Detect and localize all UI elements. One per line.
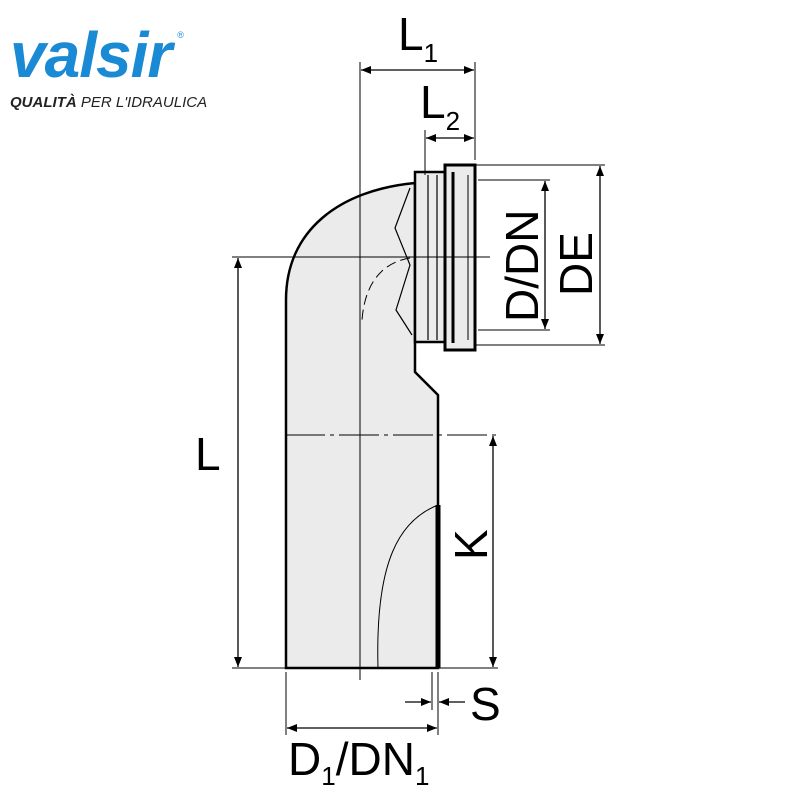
label-d-dn: D/DN [496,210,548,322]
label-d1-dn1: D1/DN1 [288,733,429,791]
logo-tagline: QUALITÀ PER L'IDRAULICA [10,94,207,112]
extension-lines [232,62,605,735]
logo-brand-row: valsir ® [10,18,184,92]
logo-registered: ® [177,30,184,40]
tagline-bold: QUALITÀ [10,94,77,111]
pipe-body [284,181,440,670]
valsir-logo: valsir ® QUALITÀ PER L'IDRAULICA [10,18,207,112]
break-line-top [394,187,413,336]
label-l2: L2 [420,76,460,136]
label-k: K [445,529,497,560]
label-s: S [470,678,501,730]
inner-curve-dashed [361,257,411,321]
dimension-arrows [234,66,604,732]
tagline-rest: PER L'IDRAULICA [76,94,208,111]
label-l: L [195,428,221,480]
label-de: DE [550,232,602,296]
logo-brand: valsir [10,19,172,91]
label-l1: L1 [398,8,438,68]
inner-curve-bottom [377,504,439,669]
